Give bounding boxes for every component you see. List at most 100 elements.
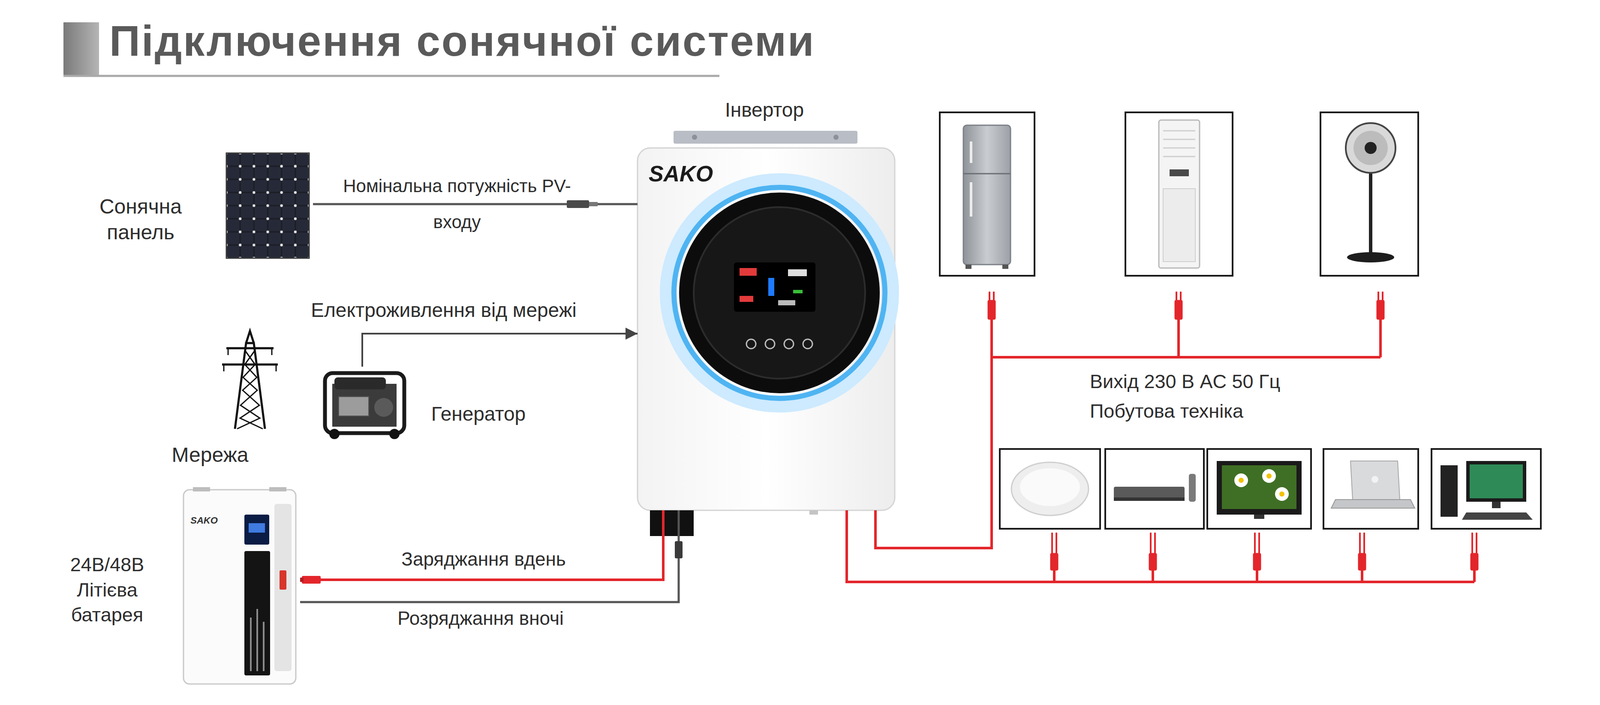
inverter-nub xyxy=(809,510,819,515)
screen-segment xyxy=(739,295,754,302)
air-conditioner-icon xyxy=(1158,120,1200,268)
inverter-screen xyxy=(733,262,816,312)
ac-grille xyxy=(1163,147,1196,149)
fan-blades xyxy=(1353,130,1388,166)
title-bar xyxy=(63,22,100,77)
pc-keyboard xyxy=(1461,512,1533,520)
output-plugs xyxy=(987,291,1479,571)
brand-logo: SAKO xyxy=(648,160,713,187)
tv-screen xyxy=(1221,465,1297,509)
battery-plug-tip xyxy=(300,577,304,582)
bracket-hole xyxy=(833,134,839,140)
pylon-insulator xyxy=(227,348,229,355)
ac-body xyxy=(1158,120,1200,268)
ac-grille xyxy=(1163,138,1196,141)
fridge-handle xyxy=(969,182,973,217)
dvd-icon xyxy=(1113,473,1196,502)
ac-grille xyxy=(1163,156,1196,158)
laptop-logo xyxy=(1371,475,1379,483)
lamp-shade xyxy=(1019,468,1080,506)
component-label: 24В/48В Літієва батарея xyxy=(55,552,159,628)
appliance-frame xyxy=(1320,112,1419,276)
plug-pin xyxy=(1055,532,1058,554)
title-underline xyxy=(63,75,720,78)
screen-segment xyxy=(787,269,807,277)
plug-pin xyxy=(1175,291,1178,301)
pylon-arm xyxy=(222,363,278,366)
plug-pin xyxy=(1381,291,1384,301)
pylon-insulator xyxy=(271,348,273,355)
inverter-face xyxy=(693,207,866,379)
component-label: Сонячна панель xyxy=(76,193,205,246)
tv-flower xyxy=(1275,487,1289,501)
plug-pin xyxy=(1475,532,1478,554)
plug xyxy=(1148,553,1157,571)
plug-pin xyxy=(992,291,995,301)
edge-label: Розряджання вночі xyxy=(397,607,564,630)
appliance-frame xyxy=(999,448,1101,529)
plug xyxy=(987,300,996,320)
solar-panel-icon xyxy=(226,153,310,259)
pc-monitor xyxy=(1466,460,1527,502)
generator-wheel xyxy=(389,428,400,440)
appliance-frame xyxy=(1125,112,1233,276)
screen-segment xyxy=(793,289,803,294)
inverter-terminal xyxy=(649,510,694,536)
fan-base xyxy=(1347,252,1395,263)
appliance-frame xyxy=(939,112,1035,276)
plug xyxy=(1470,553,1479,571)
tv-flower xyxy=(1234,473,1249,488)
pylon-insulator xyxy=(223,364,225,372)
edge-label: Заряджання вдень xyxy=(401,547,566,571)
fridge-handle xyxy=(969,141,973,163)
generator-wheel xyxy=(329,428,340,440)
battery-display xyxy=(244,514,270,545)
inverter-bracket xyxy=(673,130,858,144)
fridge-body xyxy=(963,125,1011,265)
ac-panel xyxy=(1163,188,1196,262)
lamp-icon xyxy=(1011,462,1089,516)
fan-pole xyxy=(1368,171,1373,254)
screen-segment xyxy=(768,277,775,296)
battery-body xyxy=(183,489,296,684)
generator-frame xyxy=(324,372,405,434)
battery-stripe xyxy=(256,608,259,671)
edge-label: Електроживлення від мережі xyxy=(310,298,577,322)
appliance-frames xyxy=(939,112,1541,529)
generator-engine xyxy=(374,397,394,417)
tv-icon xyxy=(1216,460,1302,519)
plug-pin xyxy=(1359,532,1361,554)
plug-pin xyxy=(988,291,991,301)
plug-pin xyxy=(1179,291,1182,301)
brand-logo: SAKO xyxy=(190,514,218,527)
inverter: ІнверторSAKO xyxy=(637,147,895,511)
fridge-divider xyxy=(963,173,1011,175)
battery-bracket xyxy=(269,487,287,492)
component-label: Інвертор xyxy=(724,98,804,122)
output-bus xyxy=(991,355,1381,359)
appliance-frame xyxy=(1207,448,1312,529)
output-drop xyxy=(1255,570,1259,582)
output-drop xyxy=(1151,570,1155,582)
screen-segment xyxy=(739,267,757,276)
battery-side-rail xyxy=(274,503,292,671)
tv-stand xyxy=(1254,514,1265,519)
tv-flower-center xyxy=(1279,491,1285,497)
output-drop xyxy=(1473,570,1476,582)
tv-flower-center xyxy=(1238,477,1244,483)
plug-pin xyxy=(1149,532,1152,554)
inverter-button xyxy=(784,339,794,349)
tv-frame xyxy=(1216,460,1302,515)
output-wiring xyxy=(846,319,1475,582)
edge-label: Номінальна потужність PV-входу xyxy=(336,168,578,241)
inverter-button xyxy=(803,339,813,349)
laptop-lid xyxy=(1350,460,1400,500)
lamp-body xyxy=(1011,462,1089,516)
output-drop xyxy=(1052,570,1056,582)
output-drop xyxy=(1177,319,1180,358)
fridge-icon xyxy=(963,125,1011,269)
battery-switch xyxy=(279,570,287,590)
